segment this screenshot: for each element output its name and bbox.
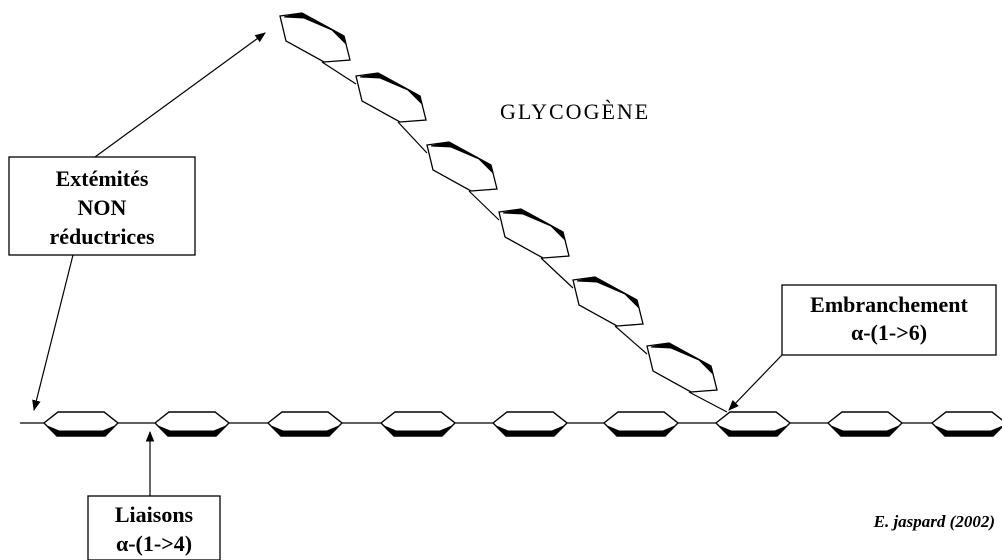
- glucose-ring: [930, 411, 1002, 437]
- glucose-ring: [826, 411, 904, 437]
- arrow-to-branch-end: [94, 32, 266, 158]
- glucose-ring: [714, 411, 792, 437]
- glucose-ring: [498, 208, 570, 259]
- non-reducing-line-3: réductrices: [49, 224, 154, 249]
- non-reducing-line-1: Extémités: [56, 166, 149, 191]
- author-credit: E. jaspard (2002): [873, 512, 995, 531]
- arrow-to-main-end: [32, 254, 74, 412]
- non-reducing-ends-label: Extémités NON réductrices: [8, 156, 196, 256]
- glucose-ring: [646, 342, 718, 393]
- glucose-ring: [42, 411, 120, 437]
- branch-chain: [279, 12, 728, 413]
- glucose-ring: [153, 411, 231, 437]
- non-reducing-line-2: NON: [78, 195, 127, 220]
- branch-line-2: α-(1->6): [851, 320, 927, 345]
- glucose-ring: [491, 411, 569, 437]
- glucose-ring: [279, 12, 351, 63]
- branch-point-label: Embranchement α-(1->6): [781, 284, 997, 356]
- main-chain: [20, 411, 1002, 437]
- glucose-ring: [266, 411, 344, 437]
- branch-line-1: Embranchement: [810, 292, 968, 317]
- glucose-ring: [355, 72, 427, 123]
- glucose-ring: [379, 411, 457, 437]
- glucose-ring: [426, 141, 498, 192]
- bonds-line-2: α-(1->4): [116, 531, 192, 556]
- bonds-label: Liaisons α-(1->4): [87, 495, 221, 560]
- arrow-to-branch-point: [728, 354, 783, 411]
- glucose-ring: [572, 276, 644, 327]
- glucose-ring: [602, 411, 680, 437]
- bonds-line-1: Liaisons: [115, 502, 194, 527]
- diagram-title: GLYCOGÈNE: [500, 99, 650, 124]
